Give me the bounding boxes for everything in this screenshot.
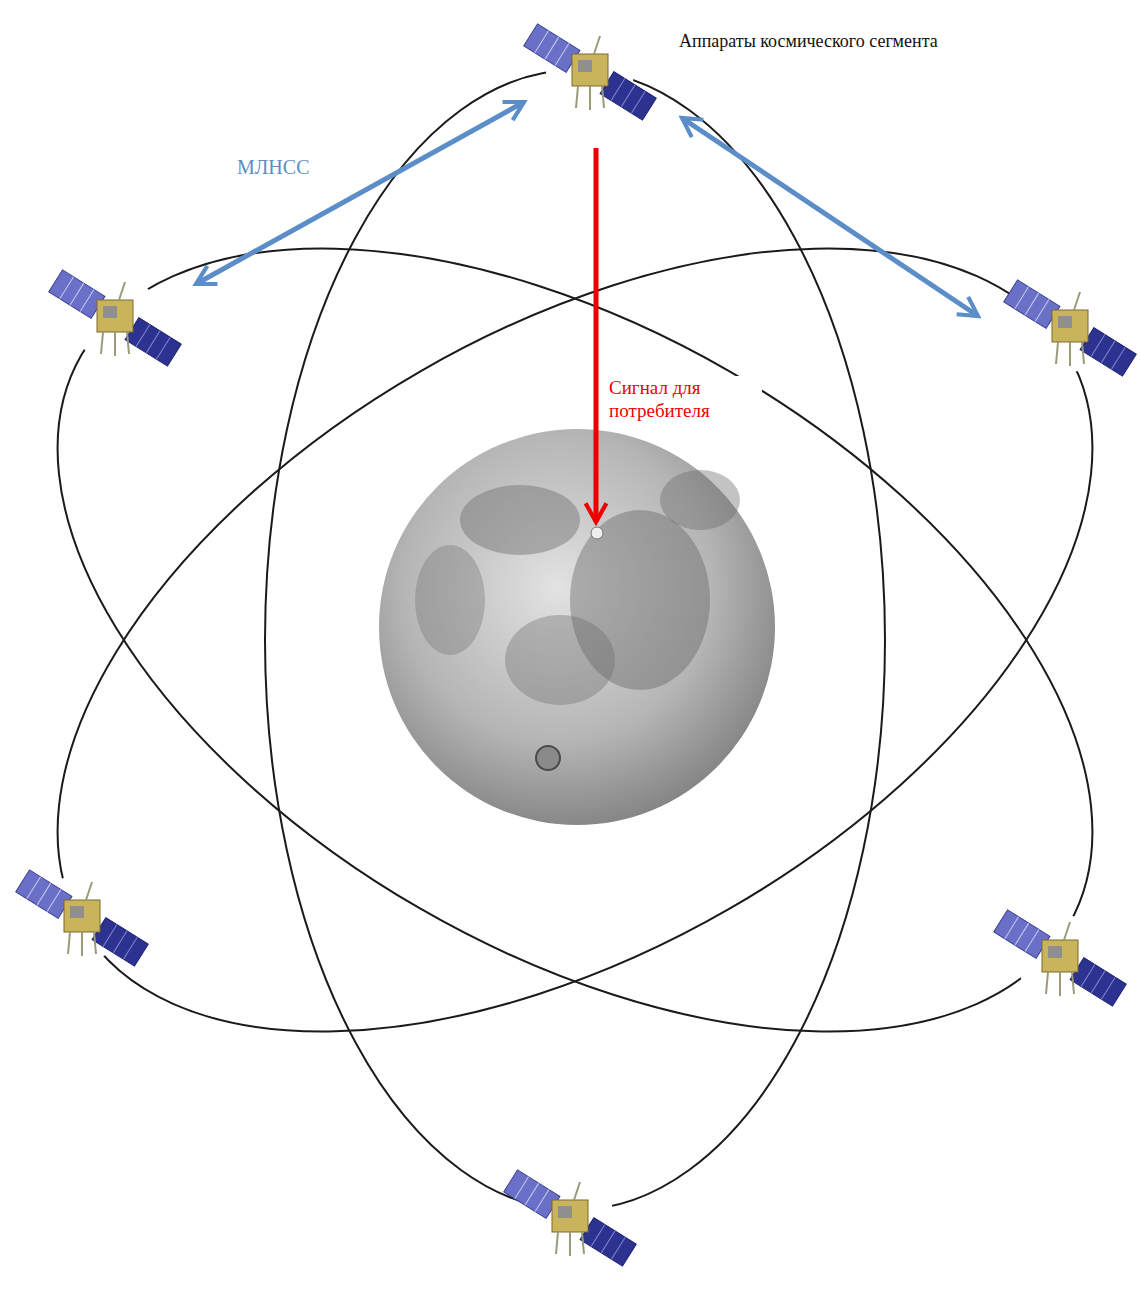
satellite [16, 24, 1137, 1266]
link-label: МЛНСС [234, 154, 312, 180]
intersat-link [196, 102, 524, 284]
orbit [0, 70, 1140, 1210]
signal-label: Сигнал для потребителя [606, 376, 762, 424]
moon [377, 427, 777, 827]
intersat-link [682, 118, 978, 316]
user-signal [594, 148, 599, 522]
segment-title: Аппараты космического сегмента [676, 30, 941, 54]
